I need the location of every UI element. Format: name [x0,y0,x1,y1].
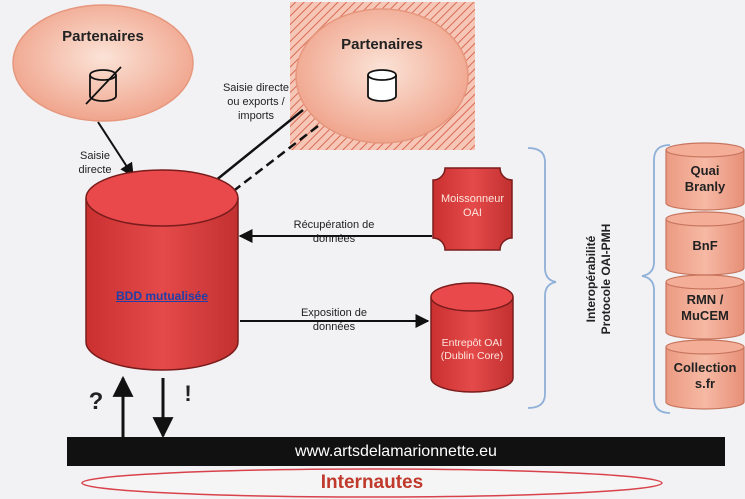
institution-cylinder-3 [665,274,745,340]
partners-right-title: Partenaires [341,36,423,53]
label-recuperation: Récupération de données [293,219,375,245]
label-question: ? [88,388,104,415]
internautes-ellipse [81,468,663,498]
brace-interop-left [527,147,557,409]
arrow-left-partner [97,121,134,178]
label-saisie-directe: Saisie directe [78,150,112,176]
label-exposition: Exposition de données [300,307,368,333]
institution-label-2: BnF [692,238,718,253]
website-bar [67,437,725,466]
institution-label-4: Collection s.fr [673,360,737,392]
database-crossed-icon [85,66,122,105]
institution-label-1: Quai Branly [684,163,726,195]
label-exclaim: ! [184,381,192,406]
entrepot-label: Entrepôt OAI (Dublin Core) [440,337,504,363]
institution-cylinder-1 [665,142,745,211]
brace-institutions [641,144,671,414]
institution-cylinder-4 [665,339,745,410]
moissonneur-shape [432,167,513,251]
partners-left-title: Partenaires [62,28,144,45]
partners-left-ellipse [12,4,194,122]
website-url[interactable]: www.artsdelamarionnette.eu [295,443,497,460]
internautes-label: Internautes [320,472,424,493]
institution-label-3: RMN / MuCEM [681,292,729,324]
moissonneur-label: Moissonneur OAI [441,193,504,219]
bdd-label: BDD mutualisée [115,289,209,303]
bdd-cylinder [85,169,239,371]
label-interop: Interopérabilité Protocole OAI-PMH [584,223,613,335]
label-saisie-exports: Saisie directe ou exports / imports [222,82,290,122]
database-icon [367,69,397,102]
institution-cylinder-2 [665,211,745,276]
entrepot-cylinder [430,282,514,393]
